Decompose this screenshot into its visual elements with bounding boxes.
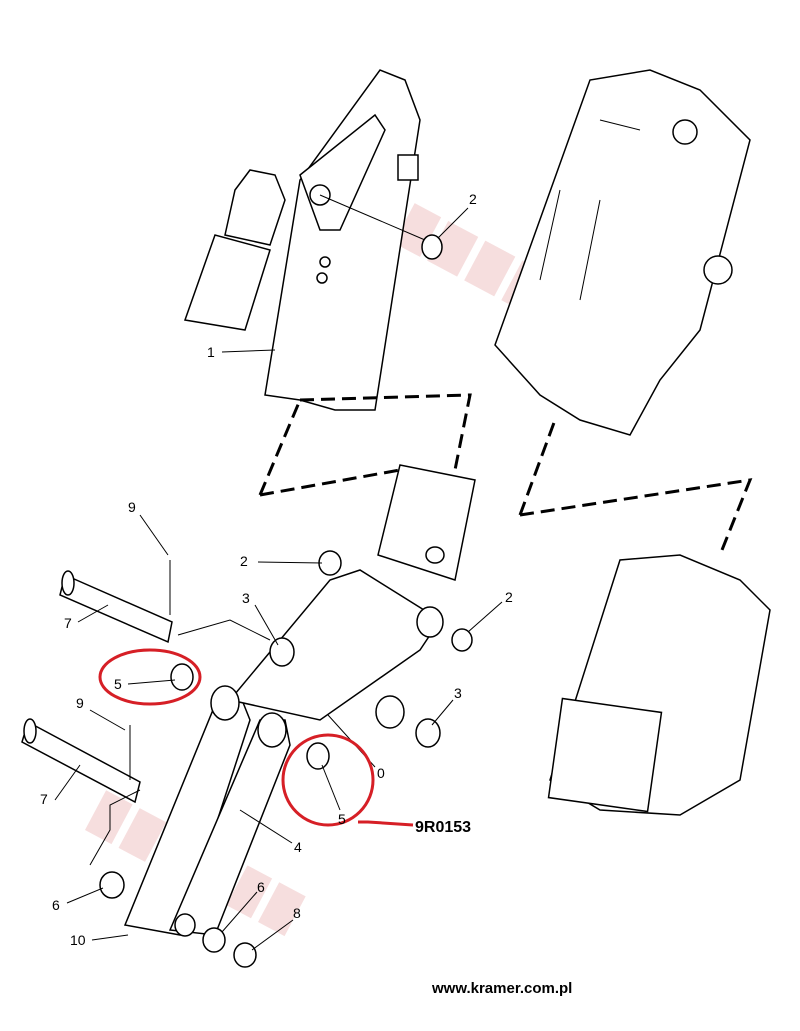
highlight-leader	[358, 820, 414, 827]
callout-3: 3	[454, 685, 462, 701]
arm-section-1	[264, 69, 443, 411]
callout-6: 6	[52, 897, 60, 913]
linkage-assembly	[99, 550, 473, 968]
callout-8: 8	[293, 905, 301, 921]
website-link[interactable]: www.kramer.com.pl	[431, 980, 572, 997]
callout-labels: 2 1 9 2 3 2 7 5 3 9 0 5 7 4 6 6 8 10 9R0…	[40, 191, 572, 997]
part-number-label: 9R0153	[415, 819, 471, 836]
callout-2: 2	[469, 191, 477, 207]
callout-5: 5	[338, 811, 346, 827]
hydraulic-cylinder	[183, 169, 286, 331]
quick-coupler-frame	[494, 69, 751, 436]
callout-3: 3	[242, 590, 250, 606]
highlight-marks	[98, 648, 414, 827]
callout-10-partial: 0	[377, 765, 385, 781]
lower-frame	[547, 554, 771, 816]
callout-9: 9	[76, 695, 84, 711]
callout-7: 7	[64, 615, 72, 631]
callout-1: 1	[207, 344, 215, 360]
callout-4: 4	[294, 839, 302, 855]
callout-6: 6	[257, 879, 265, 895]
callout-5: 5	[114, 676, 122, 692]
callout-9: 9	[128, 499, 136, 515]
highlight-circle-left	[98, 648, 202, 706]
callout-2: 2	[505, 589, 513, 605]
highlight-circle-center	[281, 733, 375, 827]
center-block	[377, 464, 476, 581]
callout-2: 2	[240, 553, 248, 569]
assembly-guide-lines	[258, 393, 753, 556]
callout-7: 7	[40, 791, 48, 807]
callout-10: 10	[70, 932, 86, 948]
pins	[21, 560, 271, 866]
